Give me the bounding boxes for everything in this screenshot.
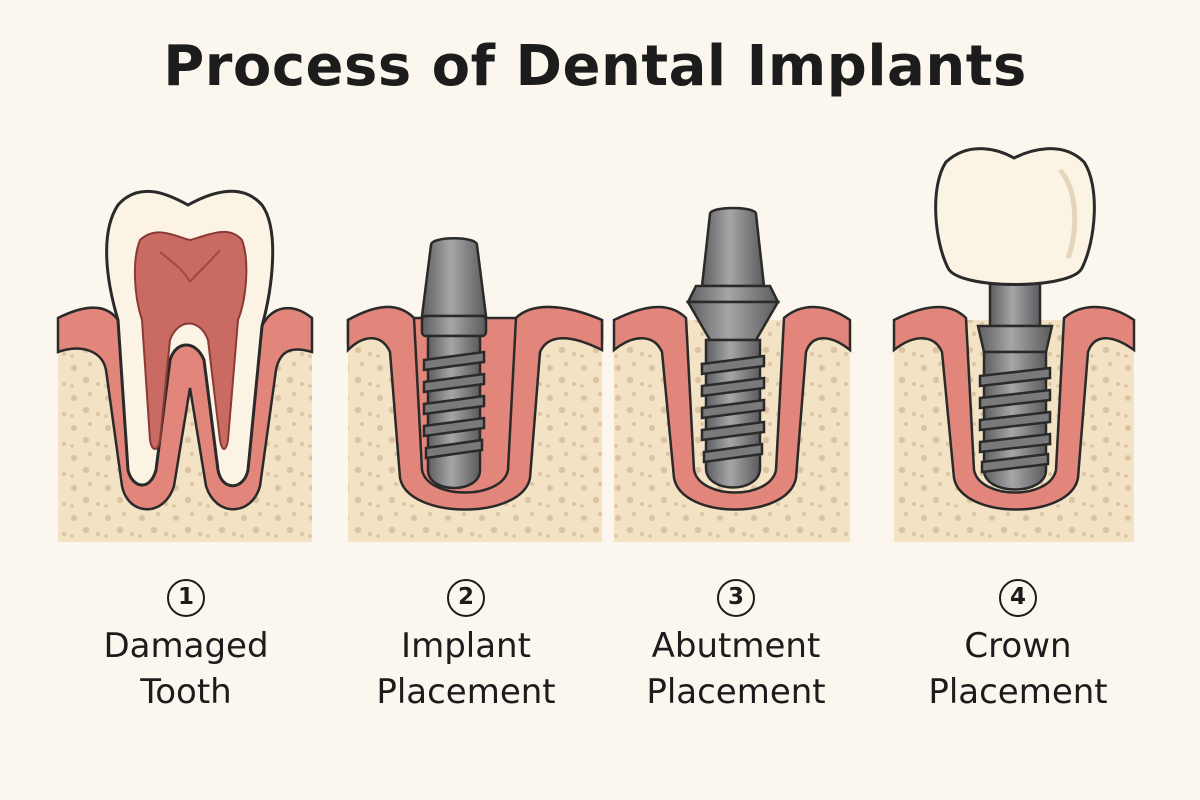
step-title-line2: Placement [928,672,1108,712]
gum-tissue [346,305,604,511]
step-number-badge: 2 [447,579,485,617]
implant-screw-icon [420,237,488,490]
step-label-3: 3 Abutment Placement [586,570,886,715]
page-title: Process of Dental Implants [163,34,1027,99]
step-title-line1: Abutment [651,626,821,666]
crown-icon [934,147,1096,491]
gum-tissue [892,305,1136,511]
step-title-line2: Placement [376,672,556,712]
step-number-badge: 4 [999,579,1037,617]
implant-process-illustration [56,147,1136,542]
step-title-line1: Implant [401,626,531,666]
step-number-badge: 1 [167,579,205,617]
step-label-2: 2 Implant Placement [316,570,616,715]
gum-tissue [612,305,852,511]
step-title-line1: Damaged [103,626,269,666]
panel-abutment-placement [612,206,852,542]
panel-damaged-tooth [56,189,314,542]
panel-implant-placement [346,237,604,542]
step-label-1: 1 Damaged Tooth [36,570,336,715]
step-title-line2: Placement [646,672,826,712]
step-title-line2: Tooth [140,672,232,712]
panel-crown-placement [892,147,1136,542]
step-label-4: 4 Crown Placement [868,570,1168,715]
tooth-pulp [133,230,248,450]
abutment-icon [685,206,781,489]
step-title-line1: Crown [964,626,1072,666]
step-number-badge: 3 [717,579,755,617]
